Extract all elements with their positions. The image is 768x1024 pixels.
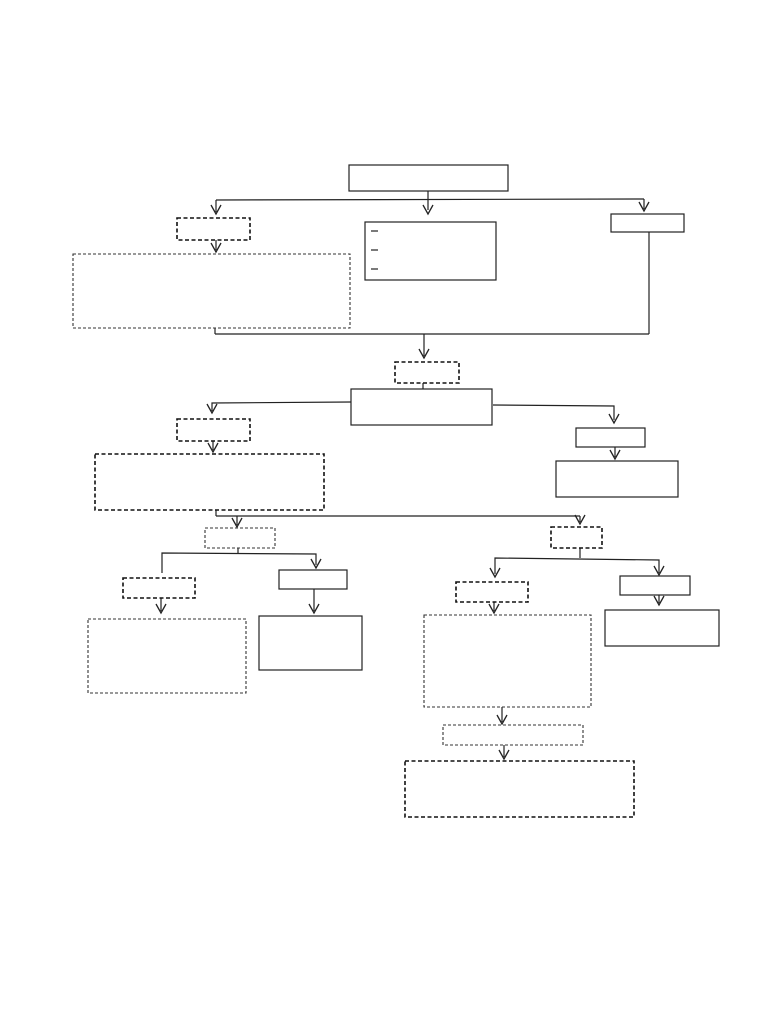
- arrowhead-r3b-label: [653, 565, 665, 577]
- arrowhead-r2-body: [609, 449, 621, 461]
- arrowhead-mid-label: [418, 348, 430, 360]
- arrowhead-l2-body: [207, 442, 219, 454]
- node-left-label: [176, 217, 251, 241]
- node-mid-main: [350, 388, 493, 426]
- edge-l3-split: [161, 552, 317, 573]
- connectors: [160, 191, 660, 757]
- arrowhead-l3b-body: [308, 603, 320, 615]
- node-l3b-body: [258, 615, 363, 671]
- arrowhead-right-small: [638, 201, 650, 213]
- arrowhead-r3b-body: [653, 595, 665, 607]
- arrowhead-l3a-body: [155, 603, 167, 615]
- node-r4-body: [404, 760, 635, 818]
- edge-main-to-r2: [492, 404, 615, 420]
- node-r4-label: [442, 724, 584, 746]
- node-right-small: [610, 213, 685, 233]
- node-r3b-body: [604, 609, 720, 647]
- node-r3a-body: [423, 614, 592, 708]
- node-root: [348, 164, 509, 192]
- arrowhead-l2-label: [206, 403, 218, 415]
- node-l3-label: [204, 527, 276, 549]
- node-r2-body: [555, 460, 679, 498]
- node-r3b-label: [619, 575, 691, 596]
- node-l2-body: [94, 453, 325, 511]
- nodes: [72, 164, 720, 818]
- node-r3a-label: [455, 581, 529, 603]
- node-l2-label: [176, 418, 251, 442]
- node-r2-label: [575, 427, 646, 448]
- arrowhead-left-label: [210, 204, 222, 216]
- arrowhead-left-body: [210, 242, 222, 254]
- arrowhead-r3a-body: [488, 603, 500, 615]
- edge-r3-split: [494, 557, 660, 574]
- node-l3a-body: [87, 618, 247, 694]
- arrowhead-r2-label: [608, 413, 620, 425]
- arrowhead-r3-label: [574, 514, 586, 526]
- arrowhead-center: [422, 204, 434, 216]
- edge-root-bar: [215, 198, 645, 201]
- node-r3-label: [550, 526, 603, 549]
- arrowheads: [155, 201, 665, 761]
- node-left-body: [72, 253, 351, 329]
- arrowhead-l3b-label: [310, 558, 322, 570]
- arrowhead-l3-label: [231, 517, 243, 529]
- node-l3b-label: [278, 569, 348, 590]
- node-center-list: [364, 221, 497, 281]
- node-mid-label: [394, 361, 460, 384]
- arrowhead-r3a-label: [489, 567, 501, 579]
- arrowhead-r4-label: [496, 714, 508, 726]
- arrowhead-r4-body: [498, 749, 510, 761]
- edge-main-to-l2: [211, 401, 352, 411]
- node-l3a-label: [122, 577, 196, 599]
